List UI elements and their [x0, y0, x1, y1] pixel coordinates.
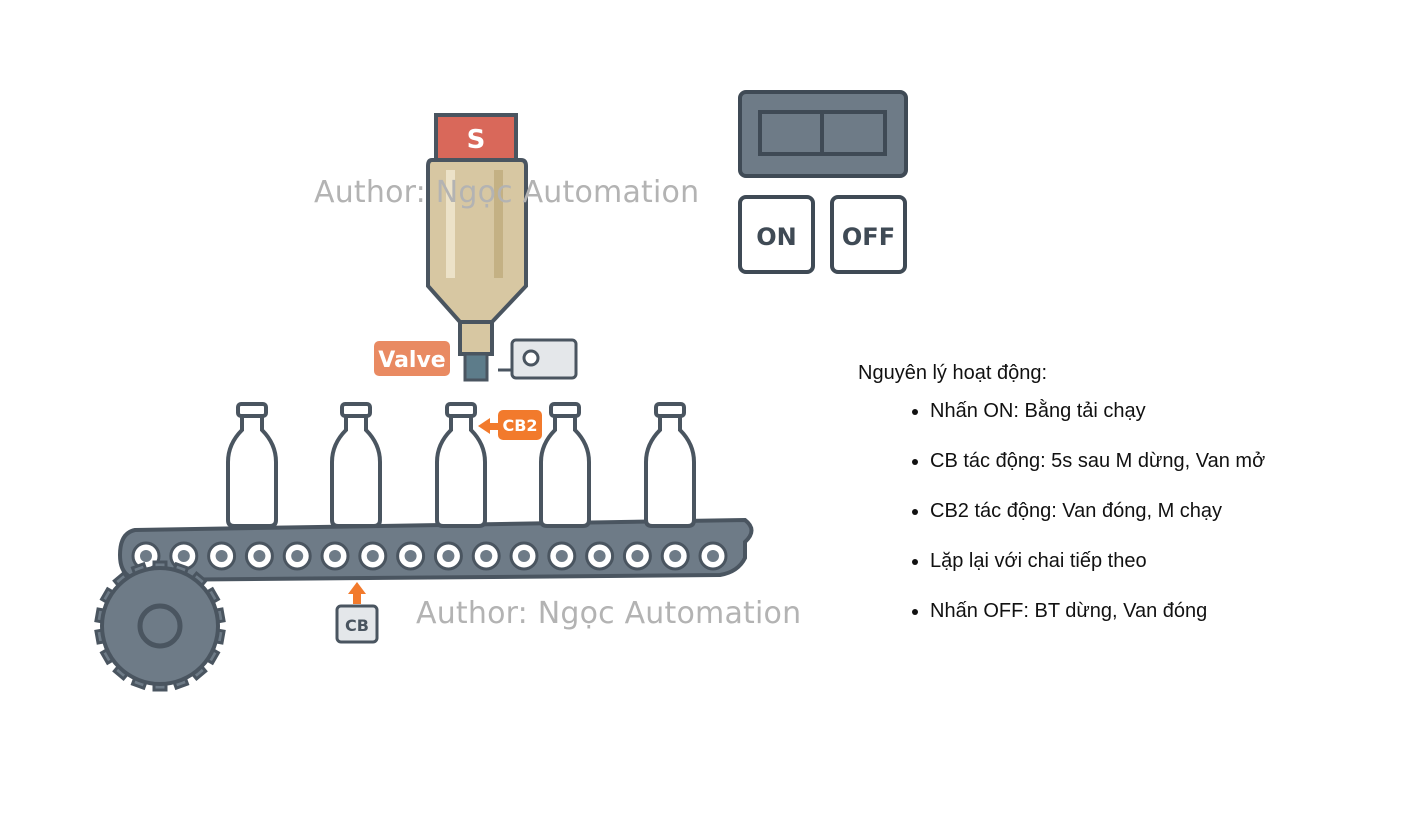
- belt-roller: [660, 541, 690, 571]
- valve-label-tag: Valve: [374, 341, 450, 376]
- belt-roller: [169, 541, 199, 571]
- drive-gear: [94, 560, 226, 692]
- valve-sensor-box: [498, 338, 578, 380]
- principle-step: Lặp lại với chai tiếp theo: [930, 549, 1265, 599]
- cb-sensor: CB: [335, 582, 379, 644]
- off-button[interactable]: OFF: [830, 195, 907, 274]
- principle-step: Nhấn OFF: BT dừng, Van đóng: [930, 599, 1265, 649]
- bottle: [435, 402, 487, 528]
- principle-step: CB2 tác động: Van đóng, M chạy: [930, 499, 1265, 549]
- tank-shade: [494, 170, 503, 278]
- bottle: [226, 402, 278, 528]
- belt-roller: [207, 541, 237, 571]
- belt-roller: [585, 541, 615, 571]
- tank: S: [426, 113, 528, 382]
- tank-label: S: [467, 125, 486, 155]
- on-button[interactable]: ON: [738, 195, 815, 274]
- belt-roller: [698, 541, 728, 571]
- conveyor-belt: [117, 517, 754, 583]
- control-panel-display: [738, 90, 908, 178]
- cb-label: CB: [345, 616, 369, 635]
- belt-roller: [282, 541, 312, 571]
- belt-roller: [509, 541, 539, 571]
- valve-nozzle: [463, 352, 489, 382]
- principle-heading: Nguyên lý hoạt động:: [858, 362, 1048, 384]
- tank-neck: [458, 320, 494, 356]
- operating-principle: Nguyên lý hoạt động: Nhấn ON: Bằng tải c…: [858, 362, 1265, 649]
- off-button-label: OFF: [842, 223, 895, 251]
- belt-roller: [244, 541, 274, 571]
- belt-roller: [547, 541, 577, 571]
- bottles: [226, 402, 696, 528]
- bottle: [644, 402, 696, 528]
- belt-roller: [396, 541, 426, 571]
- belt-roller: [358, 541, 388, 571]
- cb2-label: CB2: [502, 416, 537, 435]
- belt-roller: [433, 541, 463, 571]
- tank-highlight: [446, 170, 455, 278]
- belt-rollers: [131, 541, 728, 571]
- author-watermark-top: Author: Ngọc Automation: [314, 175, 700, 210]
- principle-step: CB tác động: 5s sau M dừng, Van mở: [930, 449, 1265, 499]
- on-button-label: ON: [756, 223, 797, 251]
- principle-steps: Nhấn ON: Bằng tải chạy CB tác động: 5s s…: [858, 399, 1265, 649]
- cb2-sensor: CB2: [478, 410, 542, 440]
- principle-step: Nhấn ON: Bằng tải chạy: [930, 399, 1265, 449]
- belt-roller: [622, 541, 652, 571]
- belt-roller: [320, 541, 350, 571]
- author-watermark-bottom: Author: Ngọc Automation: [416, 596, 802, 631]
- bottle: [539, 402, 591, 528]
- bottle: [330, 402, 382, 528]
- valve-label: Valve: [378, 348, 445, 373]
- belt-roller: [471, 541, 501, 571]
